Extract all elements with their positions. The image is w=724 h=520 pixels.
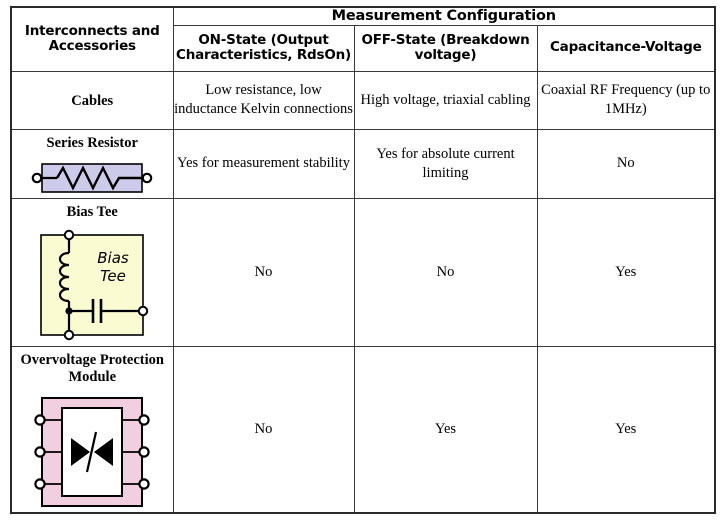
cell-cables-off-state: High voltage, triaxial cabling bbox=[353, 70, 538, 130]
table-row: Overvoltage Protection Module bbox=[10, 345, 716, 514]
table-row: Series Resistor Yes for measurement stab… bbox=[10, 128, 716, 199]
row-header-overvoltage-protection-module: Overvoltage Protection Module bbox=[10, 345, 174, 514]
cell-cables-capacitance-voltage: Coaxial RF Frequency (up to 1MHz) bbox=[536, 70, 716, 130]
header-capacitance-voltage: Capacitance-Voltage bbox=[536, 24, 716, 72]
bias-tee-symbol: Bias Tee bbox=[12, 227, 173, 345]
table-row: Bias Tee bbox=[10, 197, 716, 347]
row-header-cables: Cables bbox=[10, 70, 174, 130]
cell-ovp-capacitance-voltage: Yes bbox=[536, 345, 716, 514]
row-label: Series Resistor bbox=[46, 134, 138, 151]
cell-cables-on-state: Low resistance, low inductance Kelvin co… bbox=[172, 70, 355, 130]
cell-ovp-off-state: Yes bbox=[353, 345, 538, 514]
header-col-interconnects: Interconnects and Accessories bbox=[10, 6, 174, 72]
series-resistor-symbol bbox=[12, 158, 173, 198]
header-measurement-configuration: Measurement Configuration bbox=[172, 6, 716, 26]
overvoltage-protection-symbol bbox=[12, 392, 173, 512]
cell-resistor-on-state: Yes for measurement stability bbox=[172, 128, 355, 199]
row-label: Cables bbox=[71, 92, 114, 109]
cell-ovp-on-state: No bbox=[172, 345, 355, 514]
row-header-series-resistor: Series Resistor bbox=[10, 128, 174, 199]
interconnects-measurement-matrix: Interconnects and Accessories Measuremen… bbox=[10, 6, 717, 515]
cell-resistor-off-state: Yes for absolute current limiting bbox=[353, 128, 538, 199]
header-on-state: ON-State (Output Characteristics, RdsOn) bbox=[172, 24, 355, 72]
row-header-bias-tee: Bias Tee bbox=[10, 197, 174, 347]
cell-bias-tee-capacitance-voltage: Yes bbox=[536, 197, 716, 347]
cell-resistor-capacitance-voltage: No bbox=[536, 128, 716, 199]
bias-tee-inner-label-line2: Tee bbox=[100, 267, 126, 285]
cell-bias-tee-on-state: No bbox=[172, 197, 355, 347]
cell-bias-tee-off-state: No bbox=[353, 197, 538, 347]
row-label: Bias Tee bbox=[66, 204, 118, 221]
header-row-group: Interconnects and Accessories Measuremen… bbox=[10, 6, 716, 72]
header-row-subheaders: ON-State (Output Characteristics, RdsOn)… bbox=[11, 24, 716, 72]
header-off-state: OFF-State (Breakdown voltage) bbox=[353, 24, 538, 72]
row-label: Overvoltage Protection Module bbox=[20, 351, 164, 385]
bias-tee-inner-label-line1: Bias bbox=[98, 249, 130, 267]
table-row: Cables Low resistance, low inductance Ke… bbox=[10, 70, 716, 130]
